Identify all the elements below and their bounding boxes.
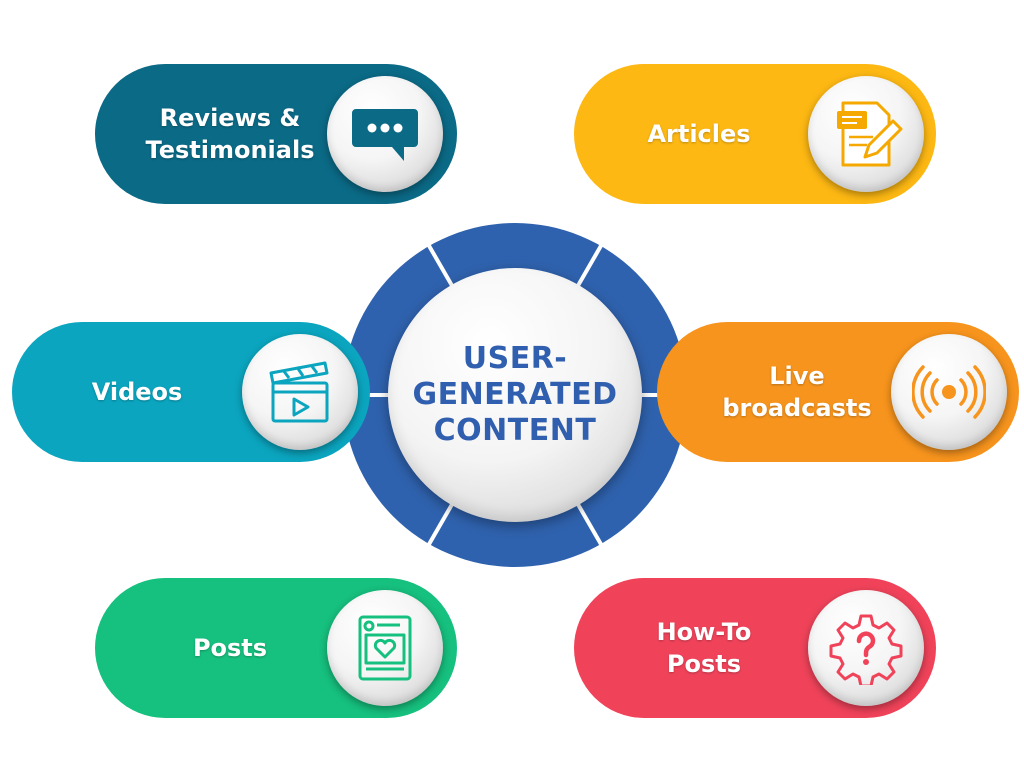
chat-bubble-icon bbox=[327, 76, 443, 192]
item-reviews-testimonials: Reviews & Testimonials bbox=[95, 64, 457, 204]
item-label: How-To Posts bbox=[656, 618, 752, 678]
item-posts: Posts bbox=[95, 578, 457, 718]
social-post-heart-icon bbox=[327, 590, 443, 706]
item-how-to-posts: How-To Posts bbox=[574, 578, 936, 718]
item-live-broadcasts: Live broadcasts bbox=[657, 322, 1019, 462]
item-label: Reviews & Testimonials bbox=[145, 104, 315, 164]
hub-disc: USER- GENERATED CONTENT bbox=[388, 268, 642, 522]
item-label: Articles bbox=[647, 120, 751, 148]
hub-title: USER- GENERATED CONTENT bbox=[412, 341, 618, 448]
document-pencil-icon bbox=[808, 76, 924, 192]
item-label: Live broadcasts bbox=[722, 362, 872, 422]
broadcast-icon bbox=[891, 334, 1007, 450]
item-label: Posts bbox=[192, 634, 268, 662]
item-label: Videos bbox=[91, 378, 183, 406]
item-videos: Videos bbox=[12, 322, 370, 462]
gear-question-icon bbox=[808, 590, 924, 706]
item-articles: Articles bbox=[574, 64, 936, 204]
clapperboard-play-icon bbox=[242, 334, 358, 450]
